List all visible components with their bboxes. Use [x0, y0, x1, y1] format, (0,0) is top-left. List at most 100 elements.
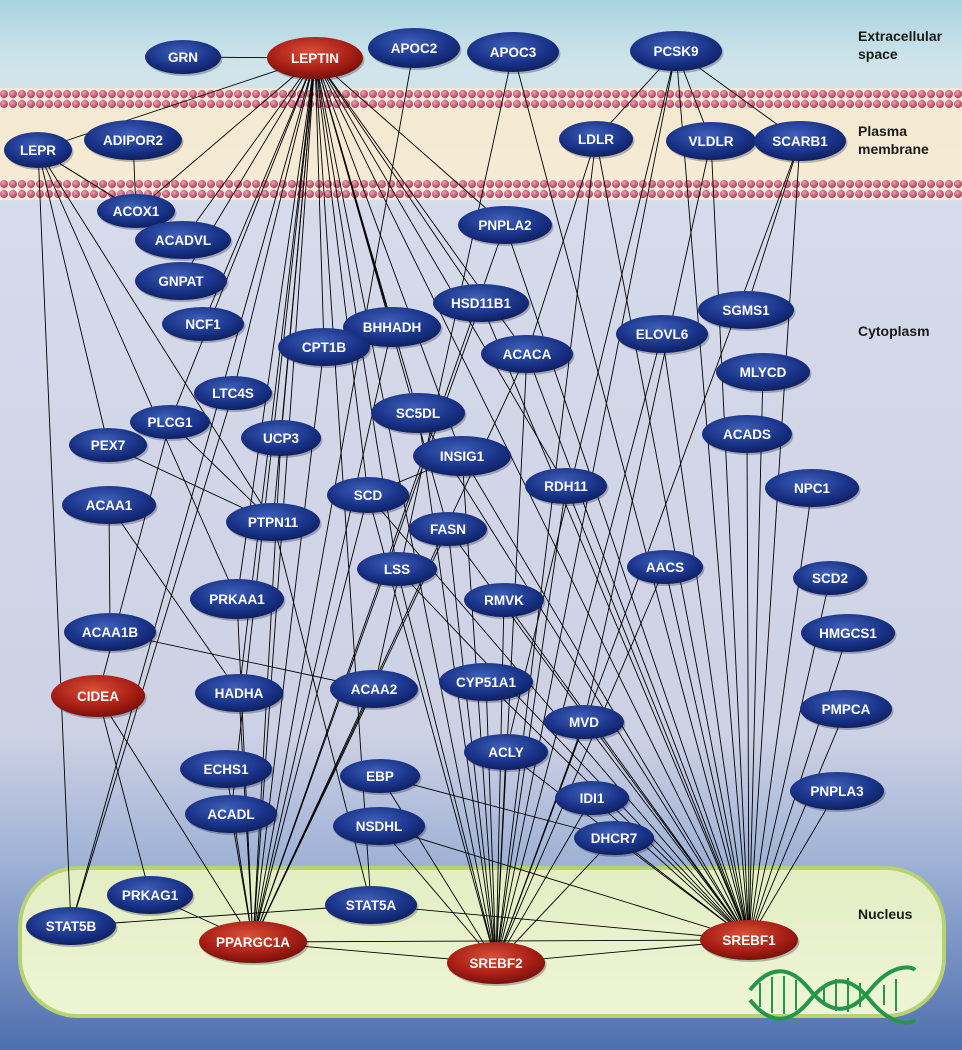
membrane-lipid-head: [594, 180, 602, 188]
node-prkaa1[interactable]: PRKAA1: [190, 579, 286, 621]
membrane-lipid-head: [477, 90, 485, 98]
membrane-lipid-head: [657, 190, 665, 198]
node-ellipse: [194, 376, 272, 410]
membrane-lipid-head: [837, 180, 845, 188]
node-acadl[interactable]: ACADL: [185, 795, 279, 835]
node-bhhadh[interactable]: BHHADH: [343, 307, 443, 349]
membrane-lipid-head: [396, 100, 404, 108]
membrane-lipid-head: [891, 180, 899, 188]
node-acaa1b[interactable]: ACAA1B: [64, 613, 158, 653]
node-acaa2[interactable]: ACAA2: [330, 670, 420, 710]
node-ncf1[interactable]: NCF1: [162, 307, 246, 343]
membrane-lipid-head: [810, 180, 818, 188]
node-ellipse: [97, 194, 175, 228]
membrane-lipid-head: [243, 190, 251, 198]
membrane-lipid-head: [792, 100, 800, 108]
node-lepr[interactable]: LEPR: [4, 132, 74, 170]
node-hsd11b1[interactable]: HSD11B1: [433, 284, 531, 324]
node-stat5a[interactable]: STAT5A: [325, 886, 419, 926]
node-ebp[interactable]: EBP: [340, 759, 422, 795]
node-acly[interactable]: ACLY: [464, 734, 550, 772]
node-ppargc1a[interactable]: PPARGC1A: [199, 921, 309, 965]
node-acaca[interactable]: ACACA: [481, 335, 575, 375]
node-scd2[interactable]: SCD2: [793, 561, 869, 597]
node-fasn[interactable]: FASN: [409, 512, 489, 548]
node-cyp51a1[interactable]: CYP51A1: [439, 663, 535, 703]
membrane-lipid-head: [612, 90, 620, 98]
membrane-lipid-head: [153, 180, 161, 188]
node-ellipse: [447, 942, 545, 984]
node-stat5b[interactable]: STAT5B: [26, 907, 118, 947]
node-apoc2[interactable]: APOC2: [368, 28, 462, 70]
node-dhcr7[interactable]: DHCR7: [574, 821, 656, 857]
node-cpt1b[interactable]: CPT1B: [278, 328, 372, 368]
node-ellipse: [241, 420, 321, 456]
membrane-lipid-head: [945, 180, 953, 188]
node-mvd[interactable]: MVD: [544, 705, 626, 741]
edge-idi1-srebf2: [495, 797, 593, 964]
edge-acaa1-acaa1b: [108, 504, 111, 633]
node-insig1[interactable]: INSIG1: [413, 436, 513, 478]
membrane-lipid-head: [468, 190, 476, 198]
membrane-lipid-head: [666, 190, 674, 198]
node-prkag1[interactable]: PRKAG1: [107, 876, 195, 916]
membrane-lipid-head: [279, 100, 287, 108]
node-acads[interactable]: ACADS: [702, 415, 794, 455]
membrane-lipid-head: [891, 190, 899, 198]
node-idi1[interactable]: IDI1: [555, 781, 631, 817]
node-aacs[interactable]: AACS: [627, 550, 705, 586]
edge-vldlr-mvd: [583, 140, 712, 723]
node-grn[interactable]: GRN: [145, 40, 223, 76]
membrane-lipid-head: [441, 90, 449, 98]
node-npc1[interactable]: NPC1: [765, 469, 861, 509]
node-sgms1[interactable]: SGMS1: [698, 291, 796, 331]
node-leptin[interactable]: LEPTIN: [267, 37, 365, 81]
node-plcg1[interactable]: PLCG1: [130, 405, 212, 441]
membrane-lipid-head: [27, 100, 35, 108]
node-adipor2[interactable]: ADIPOR2: [84, 120, 184, 162]
node-pcsk9[interactable]: PCSK9: [630, 31, 724, 73]
node-lss[interactable]: LSS: [357, 552, 439, 588]
membrane-lipid-head: [369, 90, 377, 98]
membrane-lipid-head: [684, 90, 692, 98]
node-acaa1[interactable]: ACAA1: [62, 486, 158, 526]
edge-acly-srebf2: [495, 751, 507, 964]
node-apoc3[interactable]: APOC3: [467, 32, 561, 74]
edge-leptin-scd: [314, 57, 369, 496]
node-nsdhl[interactable]: NSDHL: [333, 807, 427, 847]
node-mlycd[interactable]: MLYCD: [716, 353, 812, 393]
node-acadvl[interactable]: ACADVL: [135, 221, 233, 261]
node-srebf2[interactable]: SREBF2: [447, 942, 547, 986]
node-ucp3[interactable]: UCP3: [241, 420, 323, 458]
node-ptpn11[interactable]: PTPN11: [226, 503, 322, 543]
node-sc5dl[interactable]: SC5DL: [371, 393, 467, 435]
node-acox1[interactable]: ACOX1: [97, 194, 177, 230]
node-hmgcs1[interactable]: HMGCS1: [801, 614, 897, 654]
membrane-lipid-head: [837, 100, 845, 108]
edge-hsd11b1-srebf1: [480, 302, 750, 941]
node-ldlr[interactable]: LDLR: [559, 121, 635, 159]
node-rdh11[interactable]: RDH11: [525, 468, 609, 506]
node-label: ACAA2: [351, 682, 398, 697]
membrane-lipid-head: [234, 190, 242, 198]
node-rmvk[interactable]: RMVK: [464, 583, 546, 619]
node-srebf1[interactable]: SREBF1: [700, 920, 800, 962]
membrane-lipid-head: [351, 100, 359, 108]
node-echs1[interactable]: ECHS1: [180, 750, 274, 790]
node-scarb1[interactable]: SCARB1: [754, 121, 848, 163]
node-elovl6[interactable]: ELOVL6: [616, 315, 710, 355]
node-hadha[interactable]: HADHA: [195, 674, 285, 714]
membrane-lipid-head: [567, 180, 575, 188]
node-pex7[interactable]: PEX7: [69, 428, 149, 464]
node-scd[interactable]: SCD: [327, 477, 411, 515]
membrane-lipid-head: [792, 90, 800, 98]
node-pnpla3[interactable]: PNPLA3: [790, 772, 886, 812]
node-ltc4s[interactable]: LTC4S: [194, 376, 274, 412]
node-cidea[interactable]: CIDEA: [51, 675, 147, 719]
membrane-lipid-head: [522, 190, 530, 198]
node-gnpat[interactable]: GNPAT: [135, 262, 229, 302]
node-vldlr[interactable]: VLDLR: [666, 122, 758, 162]
node-pnpla2[interactable]: PNPLA2: [458, 206, 554, 246]
node-pmpca[interactable]: PMPCA: [800, 690, 894, 730]
